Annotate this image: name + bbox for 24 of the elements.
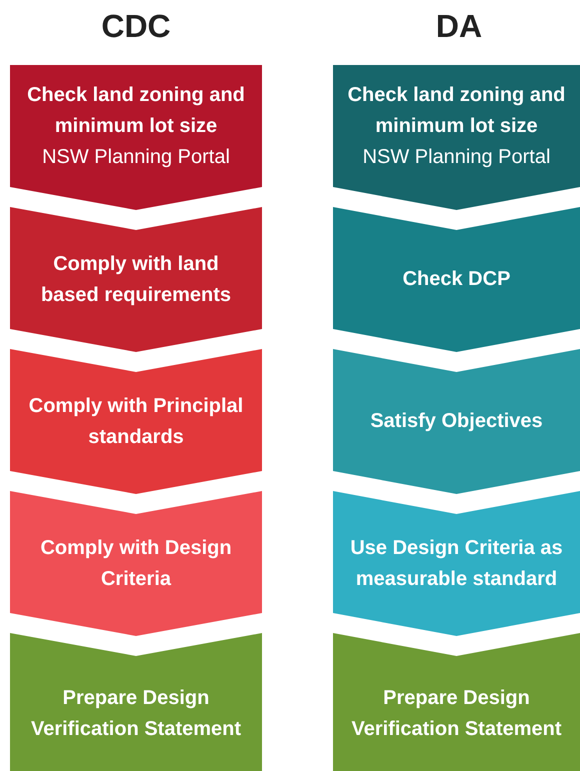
chevron-step: [10, 65, 262, 210]
step-text: Satisfy Objectives: [370, 409, 543, 434]
chevron-step: [333, 491, 580, 636]
chevron-step: [333, 349, 580, 494]
chevron-step: [333, 633, 580, 771]
chevron-step: [10, 349, 262, 494]
step-subtext: NSW Planning Portal: [362, 145, 550, 170]
column-heading: DA: [434, 8, 484, 45]
step-text: Check land zoning and minimum lot size: [347, 83, 566, 139]
step-text: Check land zoning and minimum lot size: [26, 83, 246, 139]
chevron-step: [10, 633, 262, 771]
chevron-step: [333, 207, 580, 352]
step-text: Check DCP: [402, 267, 510, 292]
column-heading: CDC: [100, 8, 172, 45]
step-text: Comply with Principlal standards: [28, 394, 244, 450]
step-text: Comply with Design Criteria: [39, 536, 233, 592]
chevron-step: [10, 491, 262, 636]
step-text: Prepare Design Verification Statement: [30, 686, 242, 742]
step-subtext: NSW Planning Portal: [42, 145, 230, 170]
step-text: Prepare Design Verification Statement: [350, 686, 563, 742]
step-text: Comply with land based requirements: [40, 252, 232, 308]
chevron-step: [333, 65, 580, 210]
chevron-step: [10, 207, 262, 352]
step-text: Use Design Criteria as measurable standard: [349, 536, 564, 592]
